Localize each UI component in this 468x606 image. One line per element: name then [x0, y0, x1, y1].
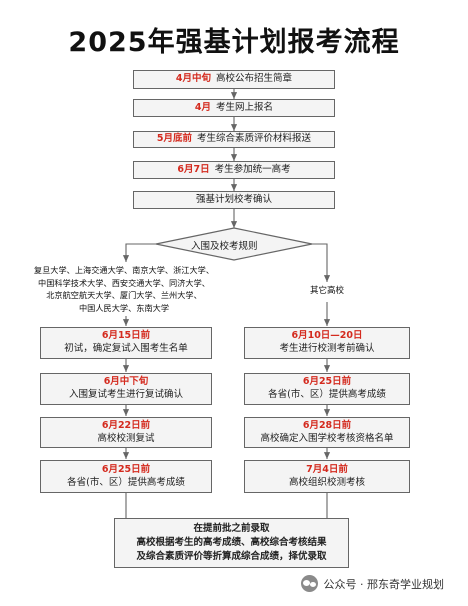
university-line: 中国科学技术大学、西安交通大学、同济大学、: [38, 277, 210, 288]
step-date: 6月25日前: [101, 463, 151, 475]
step-1-box: 4月中旬 高校公布招生简章: [133, 70, 335, 89]
step-date: 6月15日前: [101, 330, 151, 342]
step-date: 6月10日—20日: [291, 330, 363, 342]
left-step-4-box: 6月25日前 各省(市、区）提供高考成绩: [40, 460, 212, 493]
step-date: 4月: [194, 101, 212, 113]
page-title: 2025年强基计划报考流程: [68, 27, 400, 58]
step-date: 6月28日前: [302, 419, 352, 431]
step-text: 各省(市、区）提供高考成绩: [268, 389, 386, 400]
step-text: 入围复试考生进行复试确认: [68, 389, 183, 400]
step-text: 各省(市、区）提供高考成绩: [67, 476, 185, 488]
decision-label: 入围及校考规则: [191, 241, 258, 252]
step-2-box: 4月 考生网上报名: [133, 99, 335, 117]
university-line: 复旦大学、上海交通大学、南京大学、浙江大学、: [33, 265, 215, 275]
watermark: 公众号 · 邢东奇学业规划: [300, 575, 445, 592]
step-text: 初试，确定复试入围考生名单: [64, 343, 188, 354]
left-step-3-box: 6月22日前 高校校测复试: [40, 417, 212, 448]
right-step-4-box: 7月4日前 高校组织校测考核: [244, 460, 410, 493]
wechat-icon: [300, 575, 318, 592]
final-line: 在提前批之前录取: [193, 522, 270, 534]
final-line: 高校根据考生的高考成绩、高校综合考核结果: [136, 536, 327, 548]
left-step-2-box: 6月中下旬 入围复试考生进行复试确认: [40, 373, 212, 405]
step-text: 高校组织校测考核: [288, 476, 365, 488]
right-step-2-box: 6月25日前 各省(市、区）提供高考成绩: [244, 373, 410, 405]
step-date: 6月中下旬: [103, 376, 149, 388]
step-text: 考生综合素质评价材料报送: [197, 133, 312, 145]
step-text: 高校校测复试: [97, 432, 155, 444]
right-branch-label: 其它高校: [309, 286, 344, 296]
step-text: 考生参加统一高考: [214, 163, 291, 175]
step-text: 强基计划校考确认: [195, 193, 272, 205]
step-text: 考生进行校测考前确认: [279, 343, 375, 354]
step-date: 6月22日前: [101, 419, 151, 431]
step-5-box: 强基计划校考确认: [133, 191, 335, 209]
step-date: 6月25日前: [302, 376, 352, 388]
step-date: 7月4日前: [306, 463, 348, 475]
right-step-1-box: 6月10日—20日 考生进行校测考前确认: [244, 327, 410, 359]
step-text: 高校确定入围学校考核资格名单: [260, 432, 394, 444]
watermark-text: 公众号 · 邢东奇学业规划: [323, 577, 445, 591]
university-line: 北京航空航天大学、厦门大学、兰州大学、: [46, 290, 202, 301]
step-date: 4月中旬: [175, 73, 212, 85]
step-date: 5月底前: [156, 133, 193, 145]
step-text: 高校公布招生简章: [216, 73, 293, 85]
step-date: 6月7日: [177, 163, 210, 175]
university-line: 中国人民大学、东南大学: [78, 303, 170, 314]
step-4-box: 6月7日 考生参加统一高考: [133, 161, 335, 179]
right-step-3-box: 6月28日前 高校确定入围学校考核资格名单: [244, 417, 410, 448]
decision-diamond: [155, 227, 313, 261]
final-admission-box: 在提前批之前录取 高校根据考生的高考成绩、高校综合考核结果 及综合素质评价等折算…: [114, 518, 349, 568]
left-step-1-box: 6月15日前 初试，确定复试入围考生名单: [40, 327, 212, 359]
step-text: 考生网上报名: [216, 101, 274, 113]
final-line: 及综合素质评价等折算成综合成绩，择优录取: [136, 551, 327, 563]
left-branch-universities: 复旦大学、上海交通大学、南京大学、浙江大学、 中国科学技术大学、西安交通大学、同…: [8, 264, 240, 315]
step-3-box: 5月底前 考生综合素质评价材料报送: [133, 131, 335, 148]
